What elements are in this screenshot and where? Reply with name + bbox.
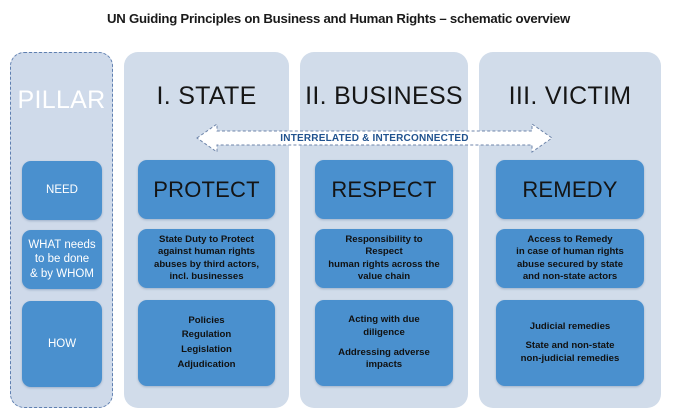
state-action-label: PROTECT (153, 176, 260, 202)
victim-description-box[interactable]: Access to Remedy in case of human rights… (496, 229, 644, 288)
business-desc-line: Responsibility to (345, 233, 423, 245)
business-action-label: RESPECT (331, 176, 437, 202)
business-desc-line: Respect (365, 246, 403, 258)
victim-item: Judicial remedies (529, 320, 611, 332)
column-victim: III. VICTIM REMEDY Access to Remedy in c… (479, 52, 661, 408)
business-item: impacts (365, 359, 403, 371)
pillar-box-what[interactable]: WHAT needs to be done & by WHOM (22, 230, 102, 289)
state-action-protect[interactable]: PROTECT (138, 160, 275, 219)
victim-desc-line: and non-state actors (522, 270, 618, 282)
business-desc-line: human rights across the (328, 258, 440, 270)
victim-desc-line: Access to Remedy (527, 233, 613, 245)
victim-action-label: REMEDY (522, 176, 618, 202)
pillar-need-line: NEED (46, 184, 78, 197)
column-heading-victim: III. VICTIM (508, 82, 632, 110)
items-gap (320, 340, 448, 347)
state-desc-line: incl. businesses (169, 270, 244, 282)
column-business: II. BUSINESS RESPECT Responsibility to R… (300, 52, 468, 408)
business-item: Addressing adverse (338, 346, 430, 358)
victim-desc-line: in case of human rights (516, 246, 624, 258)
pillar-what-line: & by WHOM (30, 267, 94, 280)
pillar-what-line: WHAT needs (28, 239, 96, 252)
column-heading-state: I. STATE (156, 82, 257, 110)
state-desc-line: abuses by third actors, (153, 258, 260, 270)
victim-desc-line: abuse secured by state (516, 258, 624, 270)
interrelated-arrow: INTERRELATED & INTERCONNECTED (196, 121, 553, 155)
arrow-label: INTERRELATED & INTERCONNECTED (280, 132, 469, 144)
pillar-box-need[interactable]: NEED (22, 161, 102, 220)
state-description-box[interactable]: State Duty to Protect against human righ… (138, 229, 275, 288)
pillar-box-how[interactable]: HOW (22, 301, 102, 387)
column-pillar: PILLAR NEED WHAT needs to be done & by W… (10, 52, 113, 408)
state-items-box[interactable]: Policies Regulation Legislation Adjudica… (138, 300, 275, 386)
business-description-box[interactable]: Responsibility to Respect human rights a… (315, 229, 453, 288)
business-item: Acting with due (348, 314, 420, 326)
business-items-box[interactable]: Acting with due diligence Addressing adv… (315, 300, 453, 386)
business-action-respect[interactable]: RESPECT (315, 160, 453, 219)
state-desc-line: State Duty to Protect (159, 233, 254, 245)
business-desc-line: value chain (357, 270, 411, 282)
business-item: diligence (363, 326, 405, 338)
state-item: Policies (188, 314, 225, 326)
double-arrow-icon (196, 123, 553, 153)
pillar-how-line: HOW (47, 337, 77, 350)
pillar-what-line: to be done (34, 253, 90, 266)
state-item: Adjudication (177, 358, 236, 370)
victim-item: State and non-state (525, 340, 615, 352)
column-heading-business: II. BUSINESS (305, 82, 463, 110)
state-desc-line: against human rights (157, 246, 255, 258)
victim-items-box[interactable]: Judicial remedies State and non-state no… (496, 300, 644, 386)
column-heading-pillar: PILLAR (17, 86, 106, 114)
victim-item: non-judicial remedies (520, 352, 620, 364)
state-item: Legislation (181, 344, 232, 355)
victim-action-remedy[interactable]: REMEDY (496, 160, 644, 219)
items-gap (501, 333, 639, 340)
page-title: UN Guiding Principles on Business and Hu… (107, 11, 570, 26)
column-state: I. STATE PROTECT State Duty to Protect a… (124, 52, 289, 408)
state-item: Regulation (181, 329, 232, 341)
